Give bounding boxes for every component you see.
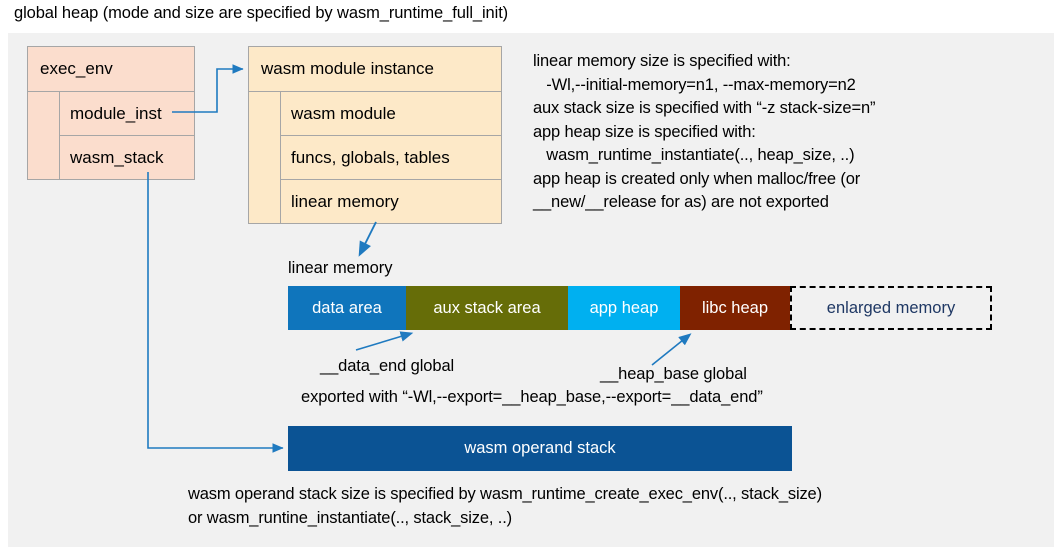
exec-env-field-wasm-stack: wasm_stack	[60, 136, 194, 180]
linear-memory-notes: linear memory size is specified with: -W…	[533, 52, 876, 211]
memory-segment-app-heap-label: app heap	[589, 298, 659, 317]
wasm-operand-stack-bar: wasm operand stack	[288, 426, 792, 471]
wasm-operand-stack-label: wasm operand stack	[464, 439, 616, 457]
memory-segment-libc-heap: libc heap	[680, 286, 790, 330]
exec-env-indent-line	[59, 92, 60, 180]
module-instance-field-funcs-globals-tables-label: funcs, globals, tables	[291, 147, 450, 167]
memory-segment-aux-stack-area-label: aux stack area	[433, 298, 541, 317]
exec-env-field-wasm-stack-label: wasm_stack	[70, 148, 164, 167]
module-instance-field-linear-memory: linear memory	[281, 180, 501, 223]
linear-memory-strip-label: linear memory	[288, 259, 393, 277]
exec-env-header-label: exec_env	[40, 59, 113, 78]
memory-segment-data-area: data area	[288, 286, 406, 330]
exec-env-box: exec_env module_inst wasm_stack	[27, 46, 195, 180]
memory-segment-enlarged-memory-label: enlarged memory	[826, 298, 956, 317]
wasm-module-instance-box: wasm module instance wasm module funcs, …	[248, 46, 502, 224]
memory-segment-app-heap: app heap	[568, 286, 680, 330]
page-title: global heap (mode and size are specified…	[14, 4, 509, 22]
module-instance-field-wasm-module: wasm module	[281, 92, 501, 136]
module-instance-header: wasm module instance	[249, 47, 501, 92]
module-instance-field-linear-memory-label: linear memory	[291, 191, 399, 211]
operand-stack-notes: wasm operand stack size is specified by …	[188, 485, 822, 527]
memory-segment-enlarged-memory: enlarged memory	[790, 286, 992, 330]
exec-env-field-module-inst: module_inst	[60, 92, 194, 136]
module-instance-field-wasm-module-label: wasm module	[291, 103, 396, 123]
data-end-global-annotation: __data_end global	[320, 357, 455, 375]
memory-segment-data-area-label: data area	[312, 298, 382, 317]
module-instance-field-funcs-globals-tables: funcs, globals, tables	[281, 136, 501, 180]
memory-segment-aux-stack-area: aux stack area	[406, 286, 568, 330]
module-instance-header-label: wasm module instance	[261, 59, 434, 78]
exec-env-field-module-inst-label: module_inst	[70, 103, 162, 123]
exported-with-annotation: exported with “-Wl,--export=__heap_base,…	[301, 388, 763, 406]
memory-segment-libc-heap-label: libc heap	[701, 298, 769, 317]
exec-env-header: exec_env	[28, 47, 194, 92]
heap-base-global-annotation: __heap_base global	[600, 365, 747, 383]
module-instance-indent-line	[280, 92, 281, 223]
